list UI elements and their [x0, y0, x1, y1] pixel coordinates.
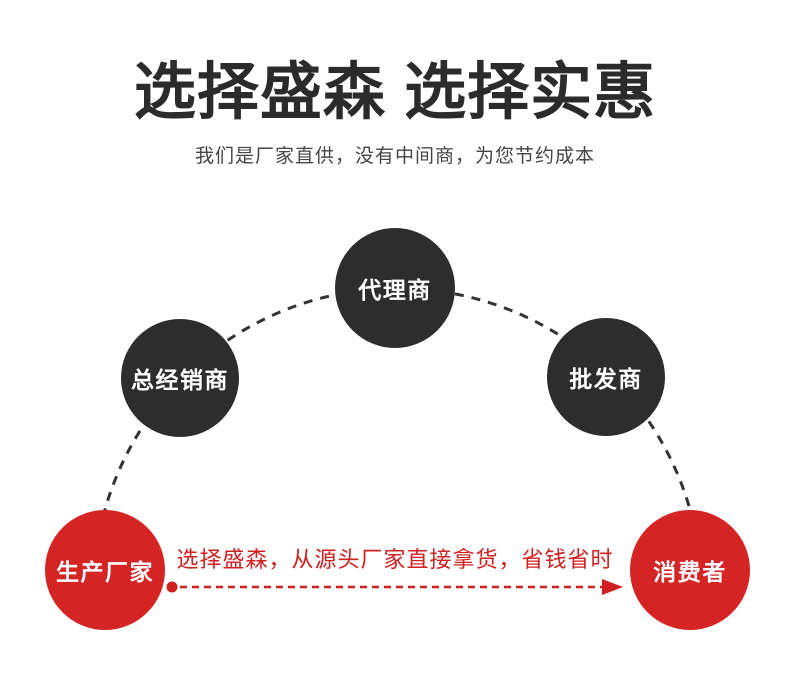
node-manufacturer-label: 生产厂家	[56, 559, 154, 585]
node-general-distributor: 总经销商	[121, 319, 239, 437]
direct-arrow-head-icon	[602, 579, 623, 595]
node-consumer: 消费者	[630, 510, 750, 630]
direct-arrow-start-dot	[166, 581, 178, 593]
node-agent-label: 代理商	[358, 277, 432, 303]
page-title: 选择盛森 选择实惠	[133, 58, 657, 127]
node-agent: 代理商	[335, 228, 455, 348]
page-subtitle: 我们是厂家直供，没有中间商，为您节约成本	[194, 146, 595, 167]
node-consumer-label: 消费者	[653, 559, 727, 585]
node-wholesaler: 批发商	[547, 318, 665, 436]
direct-arrow-caption: 选择盛森，从源头厂家直接拿货，省钱省时	[176, 547, 614, 572]
node-wholesaler-label: 批发商	[569, 366, 643, 392]
node-general-distributor-label: 总经销商	[131, 367, 229, 393]
node-manufacturer: 生产厂家	[45, 510, 165, 630]
